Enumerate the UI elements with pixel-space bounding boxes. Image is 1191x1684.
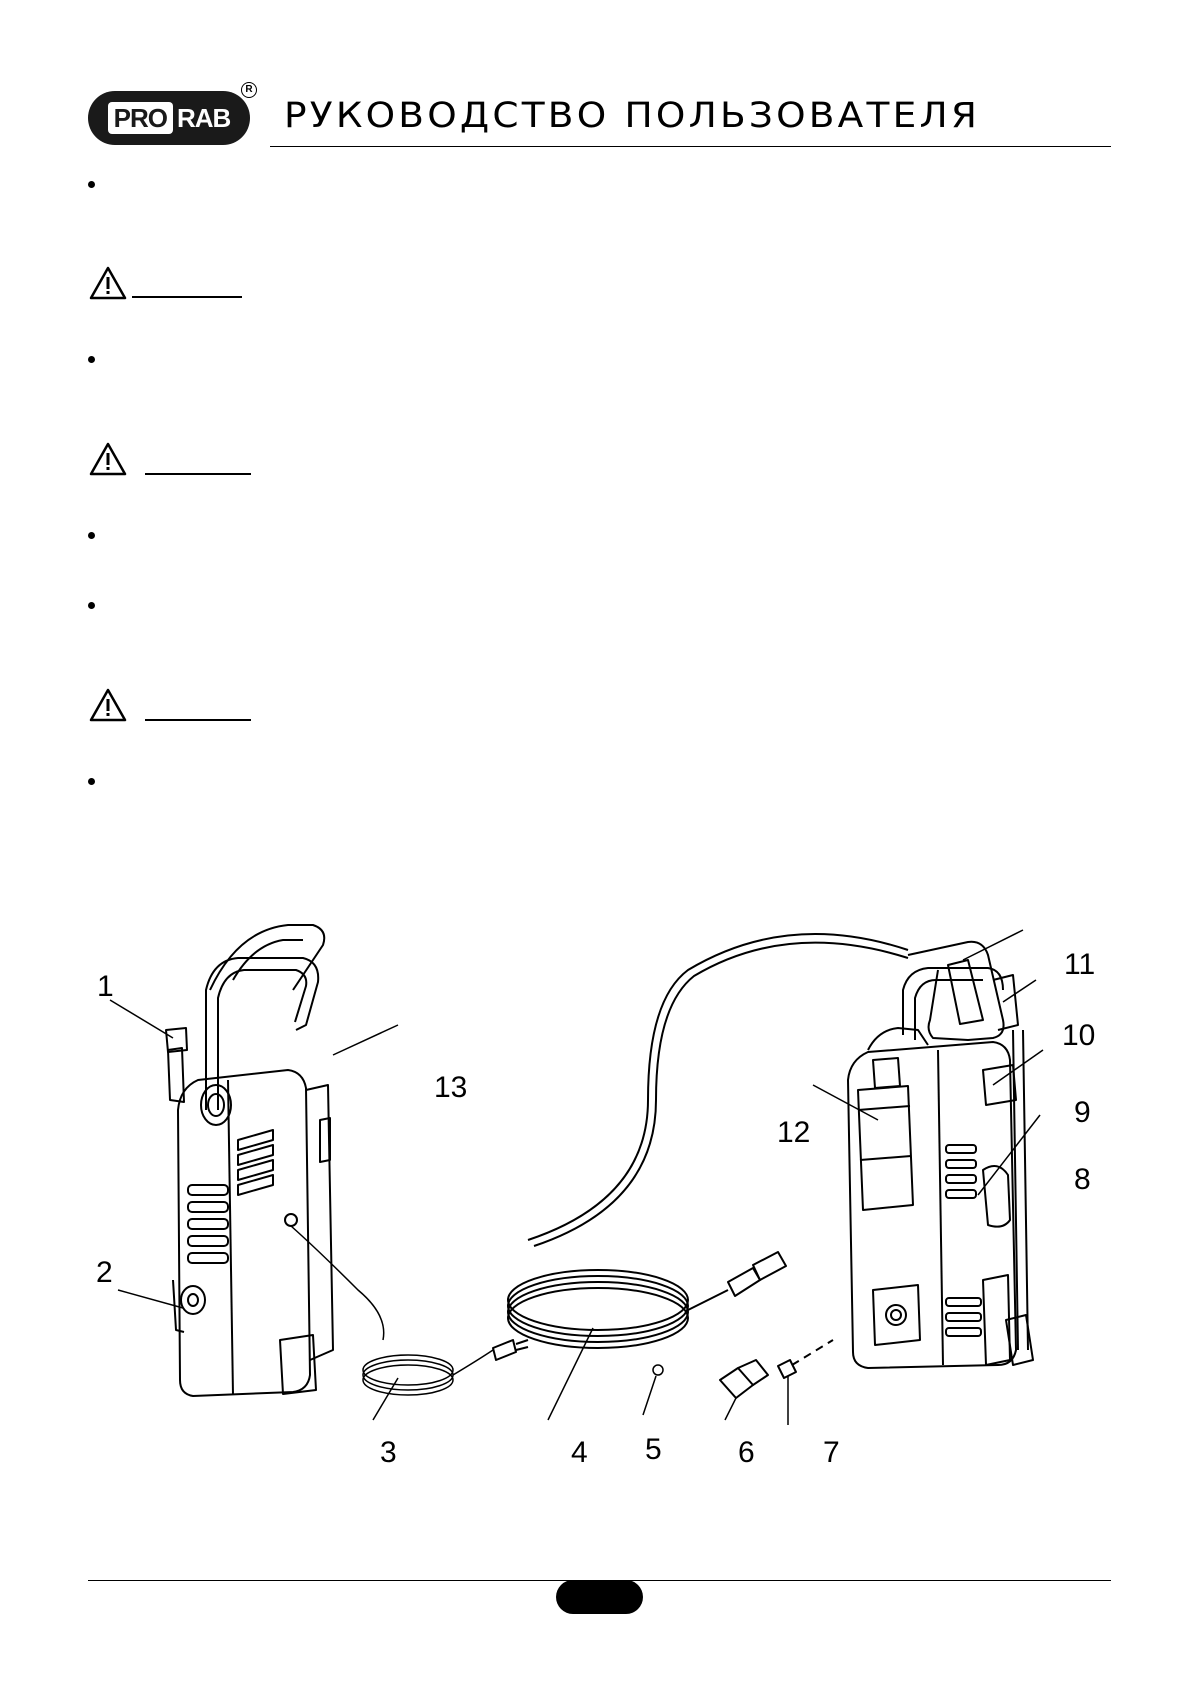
callout-label-12: 12: [777, 1116, 811, 1149]
callout-label-1: 1: [97, 970, 114, 1003]
callout-label-5: 5: [645, 1433, 662, 1466]
logo-pro-text: PRO: [107, 102, 173, 134]
callout-label-10: 10: [1062, 1019, 1096, 1052]
callout-label-4: 4: [571, 1436, 588, 1469]
bullet-marker-3: [88, 532, 95, 539]
header-divider: [270, 146, 1111, 147]
washer-front-view: [165, 924, 334, 1397]
warning-triangle-icon: [89, 266, 127, 300]
page-title: РУКОВОДСТВО ПОЛЬЗОВАТЕЛЯ: [284, 96, 981, 136]
brand-logo: PRO RAB: [88, 91, 250, 145]
registered-mark: R: [241, 82, 257, 98]
callout-label-2: 2: [96, 1256, 113, 1289]
warning-triangle-icon: [89, 442, 127, 476]
bullet-marker-1: [88, 181, 95, 188]
bullet-marker-5: [88, 778, 95, 785]
warning-underline: [145, 719, 251, 721]
bullet-marker-4: [88, 602, 95, 609]
callout-label-6: 6: [738, 1436, 755, 1469]
page-number-badge: [556, 1580, 643, 1614]
pressure-washer-diagram: 1 2 3 4 5 6 7 8 9 10 11 12 13: [88, 920, 1148, 1500]
warning-triangle-icon: [89, 688, 127, 722]
diagram-drawing: [109, 924, 1044, 1425]
bullet-marker-2: [88, 356, 95, 363]
callout-label-11: 11: [1064, 948, 1096, 981]
callout-label-9: 9: [1074, 1096, 1091, 1129]
callout-label-13: 13: [434, 1071, 468, 1104]
washer-rear-view: [847, 940, 1034, 1369]
callout-label-3: 3: [380, 1436, 397, 1469]
logo-rab-text: RAB: [177, 103, 231, 133]
warning-underline: [145, 473, 251, 475]
warning-underline: [132, 296, 242, 298]
callout-label-7: 7: [823, 1436, 840, 1469]
callout-label-8: 8: [1074, 1163, 1091, 1196]
